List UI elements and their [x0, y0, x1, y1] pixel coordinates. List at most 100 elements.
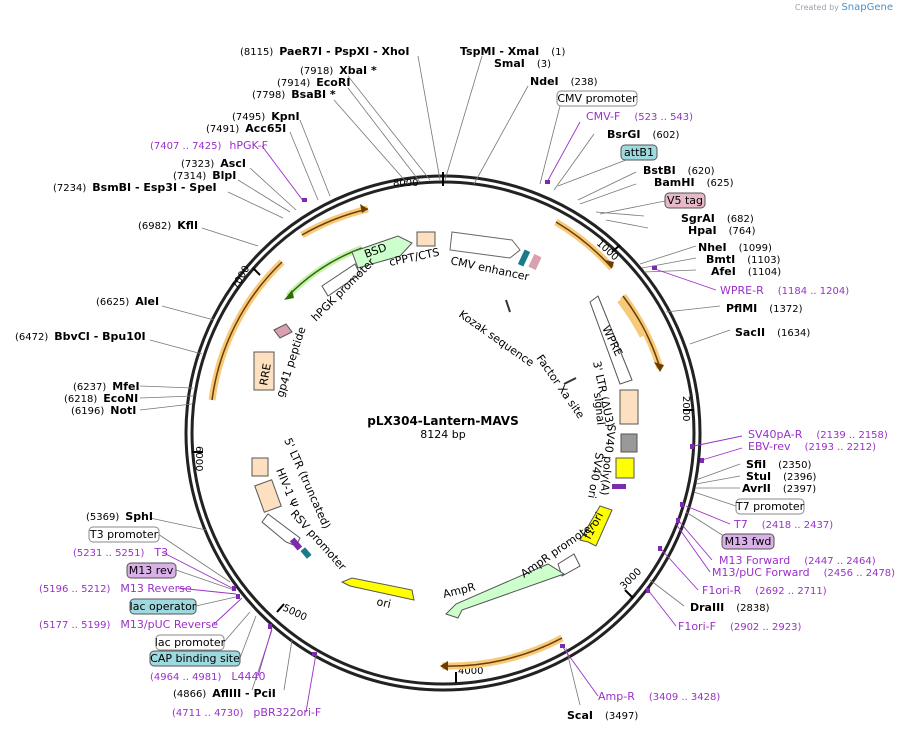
- box-t7-promoter: T7 promoter: [735, 500, 805, 513]
- tick-label-2000: 2000: [680, 396, 691, 421]
- box-leaders: [157, 105, 737, 659]
- primer-ebv-rev: EBV-rev(2193 .. 2212): [748, 440, 876, 453]
- credit-prefix: Created by: [794, 3, 839, 12]
- box-attb1: attB1: [624, 146, 654, 159]
- site-pflmi: PflMI(1372): [726, 302, 803, 315]
- site-sacii: SacII(1634): [735, 326, 810, 339]
- site-avrii: AvrII(2397): [742, 482, 816, 495]
- site-afei: AfeI(1104): [711, 265, 781, 278]
- lac-operator-marker: [300, 547, 312, 559]
- 3ltr-box: [619, 389, 639, 425]
- primer-f1ori-r: F1ori-R(2692 .. 2711): [702, 584, 827, 597]
- primer-cmv-f: CMV-F(523 .. 543): [586, 110, 693, 123]
- primer-m13-reverse: (5196 .. 5212)M13 Reverse: [39, 582, 192, 595]
- site-bsabi: (7798)BsaBI *: [252, 88, 336, 101]
- plasmid-name: pLX304-Lantern-MAVS: [367, 414, 518, 428]
- primer-amp-r: Amp-R(3409 .. 3428): [598, 690, 720, 703]
- site-ndei: NdeI(238): [530, 75, 598, 88]
- hpgk-promoter-label: hPGK promoter: [309, 255, 378, 324]
- factor-xa-label: Factor Xa site: [534, 352, 588, 421]
- signal-label: signal: [591, 392, 607, 426]
- primer-marks: [232, 180, 704, 656]
- site-bbvci: (6472)BbvCI - Bpu10I: [15, 330, 146, 343]
- rsv-promoter-arrow: [261, 513, 301, 547]
- plasmid-length: 8124 bp: [420, 428, 465, 441]
- ori-arrow: [340, 577, 415, 601]
- orange-arcs: [208, 204, 664, 671]
- box-lac-promoter: lac promoter: [155, 636, 226, 649]
- hiv-psi-box: [254, 479, 282, 513]
- primer-hpgk-f: (7407 .. 7425)hPGK-F: [150, 139, 268, 152]
- box-t3-promoter: T3 promoter: [89, 528, 159, 541]
- sv40-ori-box: [615, 457, 635, 479]
- kozak-marker: [505, 299, 511, 313]
- site-scai: ScaI(3497): [567, 709, 638, 722]
- site-noti: (6196)NotI: [71, 404, 136, 417]
- rre-label: RRE: [257, 362, 274, 386]
- site-leaders: [139, 55, 741, 706]
- site-asci: (7323)AscI: [181, 157, 246, 170]
- site-ecori: (7914)EcoRI: [277, 76, 350, 89]
- site-bamhi: BamHI(625): [654, 176, 734, 189]
- site-paer7i: (8115)PaeR7I - PspXI - XhoI: [240, 45, 409, 58]
- tick-label-6000: 6000: [193, 446, 204, 471]
- site-sfii: SfiI(2350): [746, 458, 812, 471]
- hpgk-promoter-arrow: [321, 263, 361, 297]
- site-draiii: DraIII(2838): [690, 601, 770, 614]
- signal-box: [620, 433, 638, 453]
- kozak-label: Kozak sequence: [456, 308, 536, 370]
- cmv-enhancer-arrow: [449, 231, 521, 259]
- box-m13-fwd: M13 fwd: [725, 535, 772, 548]
- ori-label: ori: [375, 595, 392, 611]
- site-nhei: NheI(1099): [698, 241, 772, 254]
- bsd-arrow: [351, 235, 413, 269]
- site-kpni: (7495)KpnI: [232, 110, 300, 123]
- attb1-marker: [517, 249, 531, 267]
- primer-t3: (5231 .. 5251)T3: [73, 546, 168, 559]
- site-hpai: HpaI(764): [688, 224, 756, 237]
- site-bmti: BmtI(1103): [706, 253, 781, 266]
- snapgene-credit: Created by SnapGene: [795, 2, 893, 13]
- rre-box: [253, 351, 275, 391]
- site-kfli: (6982)KflI: [138, 219, 198, 232]
- 5ltr-box: [251, 457, 269, 477]
- primer-leaders: [161, 121, 743, 713]
- primer-l4440: (4964 .. 4981)L4440: [150, 670, 266, 683]
- green-arc-head: [284, 290, 294, 300]
- tick-label-8000: 8000: [393, 178, 418, 189]
- site-xbai: (7918)XbaI *: [300, 64, 377, 77]
- f1-ori-arrow: [579, 505, 613, 547]
- cppt-cts-box: [416, 231, 436, 247]
- box-cmv-promoter: CMV promoter: [557, 92, 637, 105]
- primer-m13-puc-forward: M13/pUC Forward(2456 .. 2478): [712, 566, 895, 579]
- features: [251, 231, 639, 619]
- primer-wpre-r: WPRE-R(1184 .. 1204): [720, 284, 849, 297]
- primer-sv40pa-r: SV40pA-R(2139 .. 2158): [748, 428, 888, 441]
- site-sgrai: SgrAI(682): [681, 212, 754, 225]
- primer-f1ori-f: F1ori-F(2902 .. 2923): [678, 620, 801, 633]
- site-acc65i: (7491)Acc65I: [206, 122, 286, 135]
- ampr-arrow: [445, 563, 566, 619]
- m13-fwd-marker: [612, 484, 626, 489]
- primer-m13-forward: M13 Forward(2447 .. 2464): [719, 554, 876, 567]
- factor-xa-marker: [563, 377, 577, 385]
- site-blpi: (7314)BlpI: [173, 169, 236, 182]
- site-afliii: (4866)AflIII - PciI: [173, 687, 276, 700]
- box-cap-binding-site: CAP binding site: [150, 652, 240, 665]
- site-bstbi: BstBI(620): [643, 164, 715, 177]
- tick-label-4000: 4000: [458, 666, 483, 677]
- primer-pbr322ori-f: (4711 .. 4730)pBR322ori-F: [172, 706, 321, 719]
- site-mfei: (6237)MfeI: [73, 380, 140, 393]
- site-labels: (8115)PaeR7I - PspXI - XhoI TspMI - XmaI…: [15, 45, 816, 722]
- boxed-labels: CMV promoter attB1 V5 tag T7 promoter M1…: [88, 90, 805, 667]
- tick-label-7000: 7000: [230, 264, 252, 292]
- site-smai: SmaI(3): [494, 57, 551, 70]
- tick-label-5000: 5000: [281, 603, 309, 624]
- site-alei: (6625)AleI: [96, 295, 159, 308]
- wpre-label: WPRE: [599, 324, 625, 359]
- primer-t7: T7(2418 .. 2437): [733, 518, 833, 531]
- m13-rev-marker: [289, 537, 303, 551]
- v5-tag-marker: [528, 253, 542, 271]
- box-v5-tag: V5 tag: [667, 194, 703, 207]
